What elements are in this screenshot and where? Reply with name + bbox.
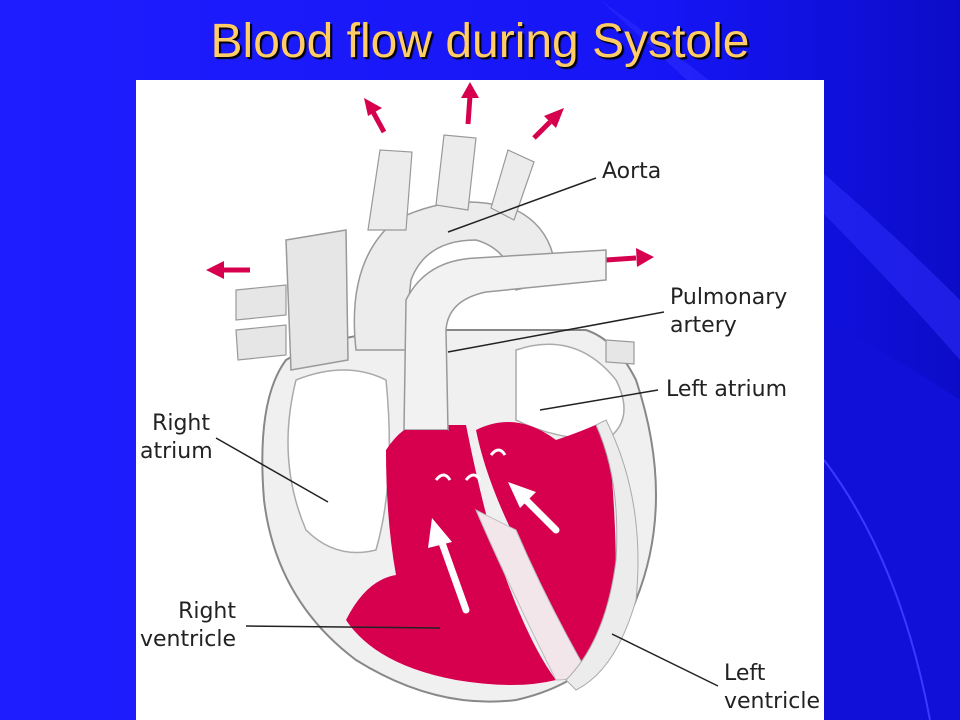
label-right-atrium-line2: atrium <box>140 439 213 464</box>
leader-left-atrium <box>539 389 659 411</box>
pulmonary-artery-vessel <box>403 249 607 431</box>
label-right-atrium-line1: Right <box>152 411 210 436</box>
heart-diagram <box>206 82 719 703</box>
aorta-branch-2 <box>435 134 477 211</box>
arrow-up-left <box>364 98 387 134</box>
pulmonary-trunk-blood <box>404 430 452 475</box>
arrow-right <box>605 248 654 267</box>
arrow-up <box>461 82 479 125</box>
leader-lines <box>215 177 719 687</box>
right-atrium-chamber <box>287 369 391 554</box>
label-left-ventricle-line1: Left <box>724 661 766 686</box>
pulmonary-veins-right <box>605 339 635 365</box>
pulmonary-veins-left <box>235 284 287 361</box>
arrow-left <box>206 261 250 279</box>
label-right-ventricle-line1: Right <box>178 599 236 624</box>
label-left-ventricle: Left ventricle <box>724 660 820 716</box>
label-right-ventricle: Right ventricle <box>140 598 236 654</box>
leader-right-atrium <box>215 437 329 503</box>
decorative-line <box>823 459 931 720</box>
decorative-band <box>824 320 960 720</box>
label-pulmonary-artery-line2: artery <box>670 313 737 338</box>
valves <box>434 448 507 481</box>
label-right-ventricle-line2: ventricle <box>140 627 237 652</box>
left-atrium-chamber <box>515 343 625 441</box>
leader-right-ventricle <box>245 625 441 629</box>
heart-diagram-panel: Aorta Pulmonary artery Left atrium Right… <box>136 80 824 720</box>
label-pulmonary-artery-line1: Pulmonary <box>670 285 788 310</box>
flow-arrow-right-ventricle <box>428 518 470 614</box>
flow-arrow-left-ventricle <box>508 482 560 534</box>
aorta-branch-3 <box>490 149 535 221</box>
superior-vena-cava <box>285 229 349 371</box>
left-ventricle-wall <box>565 419 639 691</box>
slide-title: Blood flow during Systole <box>210 15 750 68</box>
aorta-branch-1 <box>367 149 413 231</box>
label-aorta: Aorta <box>602 159 662 184</box>
right-ventricle-chamber <box>346 424 556 685</box>
leader-aorta <box>447 177 597 233</box>
label-right-atrium: Right atrium <box>140 410 213 466</box>
leader-left-ventricle <box>611 633 719 687</box>
label-pulmonary-artery: Pulmonary artery <box>670 284 787 340</box>
arrow-up-right <box>532 108 564 140</box>
label-left-ventricle-line2: ventricle <box>724 689 821 714</box>
leader-pulmonary-artery <box>447 311 665 353</box>
outflow-arrows <box>206 82 654 279</box>
label-left-atrium: Left atrium <box>666 377 788 402</box>
internal-flow-arrows <box>428 482 560 614</box>
